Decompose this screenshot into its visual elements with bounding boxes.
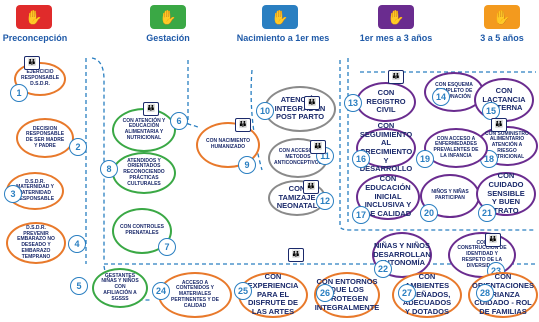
- family-icon: 👪: [388, 70, 404, 84]
- component-number: 6: [170, 112, 188, 130]
- component-number: 16: [352, 150, 370, 168]
- component-number: 22: [374, 260, 392, 278]
- component-10: ATENCIÓN INTEGRAL EN POST PARTO: [264, 86, 336, 132]
- component-text: CON CUIDADO SENSIBLE Y BUEN TRATO: [487, 171, 525, 215]
- component-text: D.S.D.R. MATERNIDAD Y PATERNIDAD RESPONS…: [15, 178, 55, 202]
- component-number: 12: [316, 192, 334, 210]
- component-number: 3: [4, 185, 22, 203]
- pregnancy-icon: ✋: [16, 5, 52, 29]
- component-text: CON CONTROLES PRENATALES: [120, 224, 164, 236]
- stage-label: Preconcepción: [2, 33, 68, 43]
- component-text: ACCESO A CONTENIDOS Y MATERIALES PERTINE…: [171, 279, 219, 309]
- family-icon: 👪: [288, 248, 304, 262]
- component-number: 14: [432, 88, 450, 106]
- component-13: CON REGISTRO CIVIL: [356, 82, 416, 122]
- component-text: CON ORIENTACIONES CRIANZA CUIDADO - ROL …: [472, 272, 534, 316]
- component-text: NIÑAS Y NIÑOS DESARROLLAN AUTONOMÍA: [373, 241, 431, 268]
- component-19: CON ACCESO A ENFERMEDADES PREVALENTES DE…: [424, 128, 488, 168]
- component-4: D.S.D.R. PREVENIR EMBARAZO NO DESEADO Y …: [6, 222, 66, 264]
- dashed-connector: [339, 60, 536, 231]
- component-text: GESTANTES NIÑAS Y NIÑOS CON AFILIACIÓN A…: [101, 272, 139, 302]
- component-text: DECISION RESPONSABLE DE SER MADRE Y PADR…: [25, 125, 65, 149]
- family-icon: 👪: [310, 140, 326, 154]
- component-number: 7: [158, 238, 176, 256]
- component-text: CON TAMIZAJE NEONATAL: [276, 184, 318, 211]
- component-text: CON ACCESO A METODOS ANTICONCEPTIVOS: [273, 148, 323, 166]
- component-16: CON SEGUIMIENTO AL CRECIMIENTO Y DESARRO…: [356, 121, 416, 173]
- stage-label: Gestación: [146, 33, 190, 43]
- component-5: GESTANTES NIÑAS Y NIÑOS CON AFILIACIÓN A…: [92, 268, 148, 308]
- family-icon: 👪: [485, 233, 501, 247]
- component-text: CON ENTORNOS QUE LOS PROTEGEN INTEGRALME…: [314, 276, 380, 312]
- component-number: 9: [238, 156, 256, 174]
- family-icon: 👪: [304, 96, 320, 110]
- component-number: 1: [10, 84, 28, 102]
- component-number: 13: [344, 94, 362, 112]
- component-text: ATENDIDOS Y ORIENTADOS RECONOCIENDO PRÁC…: [123, 157, 165, 187]
- component-text: CON SEGUIMIENTO AL CRECIMIENTO Y DESARRO…: [359, 121, 413, 174]
- component-2: DECISION RESPONSABLE DE SER MADRE Y PADR…: [16, 118, 74, 158]
- family-icon: 👪: [143, 102, 159, 116]
- stage-label: 3 a 5 años: [480, 33, 524, 43]
- component-8: ATENDIDOS Y ORIENTADOS RECONOCIENDO PRÁC…: [112, 152, 176, 194]
- component-24: ACCESO A CONTENIDOS Y MATERIALES PERTINE…: [158, 272, 232, 318]
- component-text: D.S.D.R. PREVENIR EMBARAZO NO DESEADO Y …: [17, 224, 55, 260]
- component-text: CON NACIMIENTO HUMANIZADO: [205, 138, 251, 150]
- family-icon: 👪: [491, 118, 507, 132]
- component-text: CON ATENCIÓN Y EDUCACIÓN ALIMENTARIA Y N…: [122, 117, 166, 141]
- component-text: CON ACCESO A ENFERMEDADES PREVALENTES DE…: [433, 135, 479, 159]
- hand-child-icon: ✋: [378, 5, 414, 29]
- hand-baby-icon: ✋: [262, 5, 298, 29]
- component-number: 4: [68, 235, 86, 253]
- component-number: 21: [478, 204, 496, 222]
- component-text: CON AMBIENTES DISEÑADOS, ADECUADOS Y DOT…: [402, 272, 452, 316]
- component-number: 2: [69, 138, 87, 156]
- component-number: 26: [316, 284, 334, 302]
- component-number: 20: [420, 204, 438, 222]
- component-text: ATENCIÓN INTEGRAL EN POST PARTO: [274, 95, 326, 122]
- component-number: 5: [70, 277, 88, 295]
- component-number: 19: [416, 150, 434, 168]
- component-text: CON EDUCACIÓN INICIAL INCLUSIVA Y DE CAL…: [364, 174, 412, 218]
- component-text: CON SUMINISTRO ALIMENTARIO ATENCIÓN A RI…: [485, 130, 529, 160]
- component-text: CON LACTANCIA MATERNA: [482, 86, 526, 113]
- component-text: CON EXPERIENCIA PARA EL DISFRUTE DE LAS …: [247, 272, 299, 316]
- family-icon: 👪: [235, 118, 251, 132]
- family-icon: 👪: [303, 180, 319, 194]
- component-text: CON CONSTRUCCIÓN DE IDENTIDAD Y RESPETO …: [457, 239, 507, 269]
- dashed-connector: [250, 69, 263, 171]
- hand-kid-icon: ✋: [484, 5, 520, 29]
- component-17: CON EDUCACIÓN INICIAL INCLUSIVA Y DE CAL…: [356, 174, 420, 220]
- component-text: CON REGISTRO CIVIL: [366, 88, 406, 115]
- stage-label: 1er mes a 3 años: [359, 33, 433, 43]
- component-number: 27: [398, 284, 416, 302]
- hand-icon: ✋: [150, 5, 186, 29]
- family-icon: 👪: [24, 56, 40, 70]
- dashed-connector: [91, 57, 105, 262]
- stage-label: Nacimiento a 1er mes: [236, 33, 330, 43]
- component-number: 10: [256, 102, 274, 120]
- component-number: 17: [352, 206, 370, 224]
- component-number: 25: [234, 282, 252, 300]
- component-25: CON EXPERIENCIA PARA EL DISFRUTE DE LAS …: [238, 272, 308, 318]
- component-text: EJERCICIO RESPONSABLE D.S.D.R.: [20, 69, 60, 87]
- component-text: NIÑOS Y NIÑAS PARTICIPAN: [431, 189, 469, 201]
- component-number: 24: [152, 282, 170, 300]
- component-number: 8: [100, 160, 118, 178]
- dashed-connector: [187, 60, 201, 129]
- component-text: CON ESQUEMA COMPLETO DE VACUNACIÓN: [435, 82, 473, 100]
- component-23: CON CONSTRUCCIÓN DE IDENTIDAD Y RESPETO …: [448, 232, 516, 278]
- component-number: 28: [476, 284, 494, 302]
